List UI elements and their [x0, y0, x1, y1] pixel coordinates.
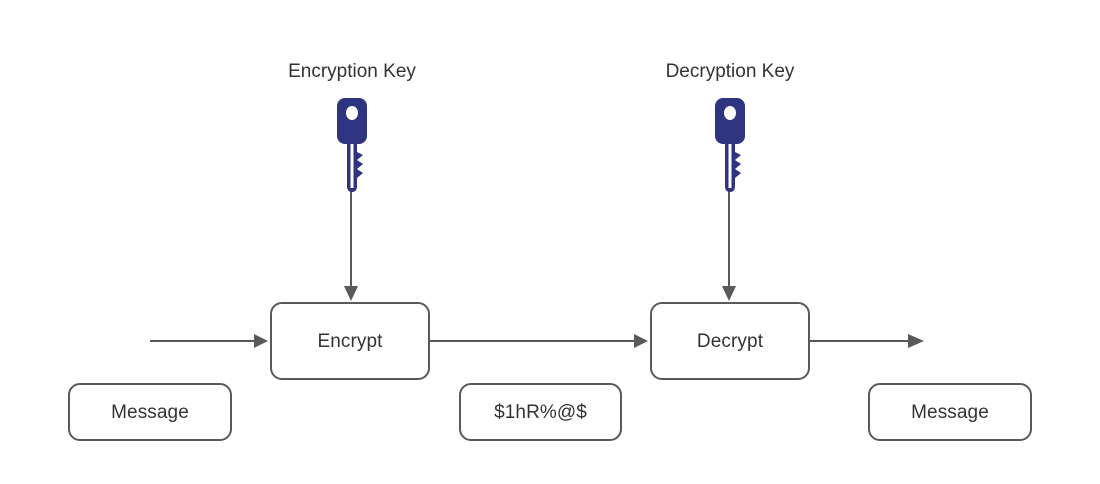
key-icon	[715, 98, 745, 192]
decrypt-box[interactable]: Decrypt	[650, 302, 810, 380]
ciphertext-label: $1hR%@$	[494, 401, 587, 423]
decryption-key-label: Decryption Key	[380, 62, 1080, 81]
encrypt-box[interactable]: Encrypt	[270, 302, 430, 380]
message-input-label: Message	[111, 401, 189, 423]
arrow-input-to-encrypt	[150, 334, 268, 348]
encrypt-box-label: Encrypt	[317, 330, 383, 352]
arrow-encryption-key-to-encrypt	[344, 190, 358, 301]
arrow-decrypt-to-output	[810, 334, 924, 348]
encryption-key-label-text: Encryption Key	[288, 61, 416, 82]
message-output-box[interactable]: Message	[868, 383, 1032, 441]
arrow-decryption-key-to-decrypt	[722, 190, 736, 301]
decryption-key-icon	[708, 98, 752, 199]
encryption-key-label: Encryption Key	[0, 62, 704, 81]
encryption-key-icon	[330, 98, 374, 199]
decrypt-box-label: Decrypt	[696, 330, 764, 352]
ciphertext-box[interactable]: $1hR%@$	[459, 383, 622, 441]
decryption-key-label-text: Decryption Key	[665, 61, 795, 82]
message-input-box[interactable]: Message	[68, 383, 232, 441]
message-output-label: Message	[911, 401, 989, 423]
arrow-encrypt-to-decrypt	[430, 334, 648, 348]
key-icon	[337, 98, 367, 192]
